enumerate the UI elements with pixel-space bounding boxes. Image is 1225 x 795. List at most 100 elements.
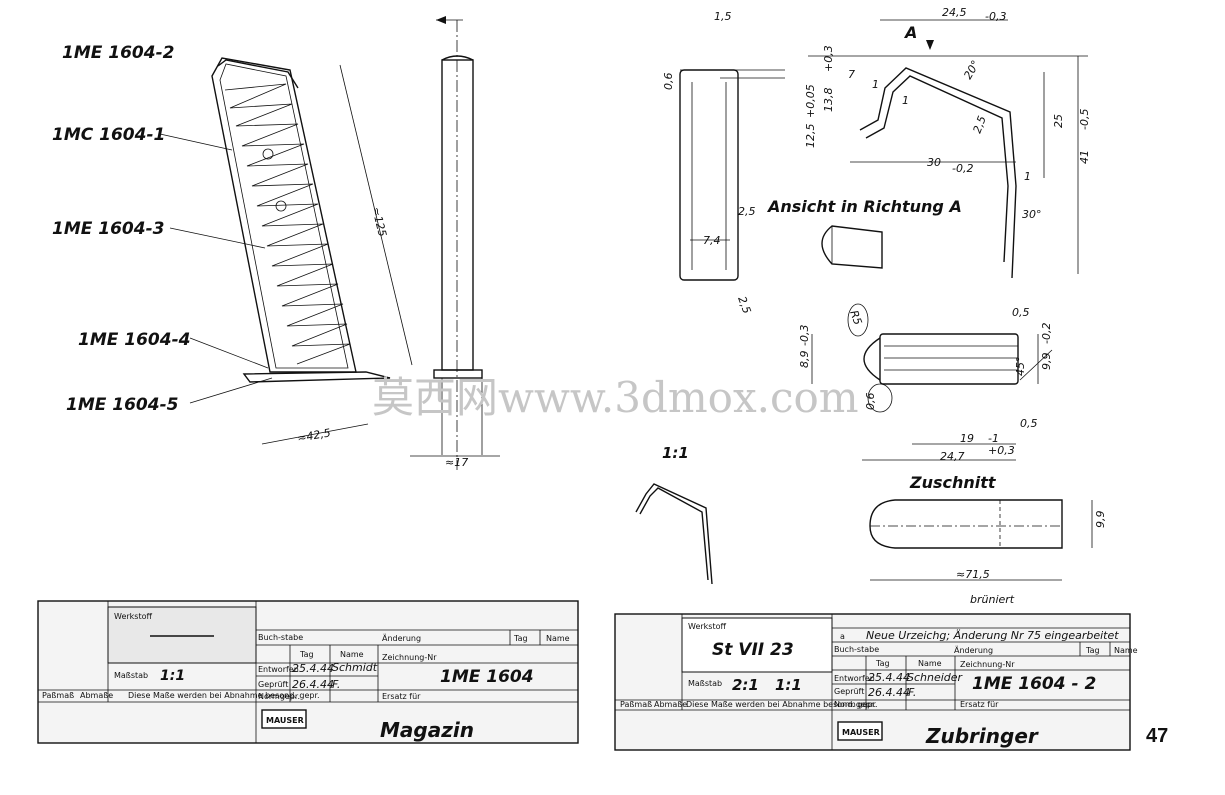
label-base: 1ME 1604-4: [78, 330, 190, 350]
dim-top: 24,5: [942, 6, 967, 19]
dim-h: 30: [927, 156, 941, 169]
tbr-note: Diese Maße werden bei Abnahme besond. ge…: [686, 700, 878, 709]
dim-d: 1: [872, 78, 879, 91]
tbr-entworfen-label: Entworfen: [834, 674, 875, 683]
dim-f-4: 7,4: [703, 234, 721, 247]
label-follower: 1ME 1604-2: [62, 43, 174, 63]
title-block-right: Werkstoff St VII 23 a Neue Urzeichg; Änd…: [614, 613, 1138, 751]
tbl-werkstoff-label: Werkstoff: [114, 612, 152, 621]
dim-u: 24,7: [940, 450, 965, 463]
dim-l: 30°: [1022, 208, 1042, 221]
dim-t-tol: -1: [988, 432, 999, 445]
dim-g: 2,5: [971, 114, 989, 135]
tbl-name-label-2: Name: [340, 650, 364, 659]
blank-width: 9,9: [1094, 511, 1107, 529]
tbl-massstab-label: Maßstab: [114, 671, 148, 680]
dim-p: 9,9: [1040, 353, 1053, 371]
dim-f-1: 1,5: [714, 10, 732, 23]
tbl-buch-label: Buch-stabe: [258, 633, 303, 642]
dim-n: R5: [847, 309, 864, 327]
tbl-geprueft-date: 26.4.44: [292, 678, 334, 691]
tbr-geprueft-name: F.: [908, 686, 916, 699]
tbr-number: 1ME 1604 - 2: [972, 674, 1096, 694]
tbr-normgepr-label: Normgepr.: [834, 700, 876, 709]
dim-r: 0,6: [864, 393, 877, 411]
dim-t: 19: [960, 432, 974, 445]
page-number: 47: [1146, 725, 1168, 747]
tbl-entworfen-name: Schmidt: [332, 661, 378, 674]
dim-j-tol: -0,5: [1078, 109, 1091, 130]
dim-c-tol: +0,05: [804, 84, 817, 118]
follower-front-view: 1,5 0,6 2,5 7,4 2,5: [662, 10, 785, 315]
dim-a: 7: [848, 68, 855, 81]
tbr-name-label-2: Name: [918, 659, 942, 668]
tbl-tag-label: Tag: [513, 634, 528, 643]
follower-side-profile: 24,5 -0,3 A 7 13,8 +0,3 12,5 +0,05 1 1 2…: [804, 6, 1091, 279]
tbl-ersatz-label: Ersatz für: [382, 692, 421, 701]
tbl-note: Diese Maße werden bei Abnahme besond. ge…: [128, 691, 320, 700]
tbl-scale: 1:1: [160, 668, 185, 684]
tbr-geprueft-label: Geprüft: [834, 687, 864, 696]
tbl-geprueft-name: F.: [332, 678, 340, 691]
dim-o-tol: -0,3: [798, 325, 811, 346]
dim-o: 8,9: [798, 351, 811, 369]
tbr-tag-label-2: Tag: [875, 659, 890, 668]
dim-m: 0,5: [1012, 306, 1030, 319]
dim-j: 41: [1078, 150, 1091, 164]
watermark: 莫西网www.3dmox.com: [372, 373, 859, 422]
follower-top-view: 0,5 R5 8,9 -0,3 9,9 -0,2 45° 0,6 0,5 19 …: [798, 303, 1053, 463]
tbl-zeichnung-label: Zeichnung-Nr: [382, 653, 437, 662]
scale-view-label: 1:1: [662, 444, 689, 462]
arrow-a-label: A: [903, 23, 917, 42]
leader-lines: [159, 133, 273, 404]
tbr-entworfen-date: 25.4.44: [868, 671, 910, 684]
tbl-geprueft-label: Geprüft: [258, 680, 288, 689]
dim-f: 20°: [961, 58, 982, 81]
tbr-tag-label: Tag: [1085, 646, 1100, 655]
dim-mag-depth: ≈17: [445, 456, 468, 469]
magazine-front-view: ≈17: [410, 16, 500, 470]
dim-s: 0,5: [1020, 417, 1038, 430]
dim-mag-height: ≈125: [369, 206, 389, 238]
tbr-title: Zubringer: [925, 724, 1039, 748]
blank-view: Zuschnitt 9,9 ≈71,5 brüniert: [869, 473, 1107, 606]
label-spring: 1ME 1604-3: [52, 219, 164, 239]
blank-length: ≈71,5: [956, 568, 990, 581]
dim-i: 25: [1052, 114, 1065, 128]
view-a-label: Ansicht in Richtung A: [766, 197, 962, 216]
tbl-entworfen-label: Entworfen: [258, 665, 299, 674]
label-body: 1MC 1604-1: [52, 125, 165, 145]
dim-mag-width: ≈42,5: [296, 426, 331, 445]
tbl-normgepr-label: Normgepr.: [258, 692, 300, 701]
tbr-abmasse-label: Abmaße: [654, 700, 687, 709]
blank-finish: brüniert: [970, 593, 1015, 606]
tbl-abmasse-label: Abmaße: [80, 691, 113, 700]
tbr-logo: MAUSER: [842, 728, 880, 737]
dim-f-5: 2,5: [735, 295, 753, 316]
tbr-scale-2: 1:1: [775, 676, 802, 694]
tbr-rev-letter: a: [840, 632, 845, 641]
dim-c: 12,5: [804, 124, 817, 149]
tbr-entworfen-name: Schneider: [907, 671, 964, 684]
dim-f-2: 0,6: [662, 73, 675, 91]
dim-e: 1: [902, 94, 909, 107]
tbr-rev-text: Neue Urzeichg; Änderung Nr 75 eingearbei…: [866, 629, 1119, 642]
dim-u-tol: +0,3: [988, 444, 1015, 457]
tbr-ersatz-label: Ersatz für: [960, 700, 999, 709]
dim-k: 1: [1024, 170, 1031, 183]
tbr-massstab-label: Maßstab: [688, 679, 722, 688]
tbr-aenderung-label: Änderung: [954, 645, 993, 655]
tbl-entworfen-date: 25.4.44: [292, 662, 334, 675]
tbr-material: St VII 23: [712, 640, 794, 660]
tbr-name-label: Name: [1114, 646, 1138, 655]
dim-q: 45°: [1014, 357, 1027, 377]
blank-title: Zuschnitt: [909, 473, 997, 492]
tbl-tag-label-2: Tag: [299, 650, 314, 659]
tbr-scale-1: 2:1: [732, 676, 759, 694]
tbl-number: 1ME 1604: [440, 667, 534, 687]
magazine-side-view: ≈125 ≈42,5: [211, 57, 413, 445]
tbl-title: Magazin: [380, 718, 474, 742]
follower-scale-view: 1:1: [635, 444, 713, 585]
dim-top-tol: -0,3: [985, 10, 1006, 23]
